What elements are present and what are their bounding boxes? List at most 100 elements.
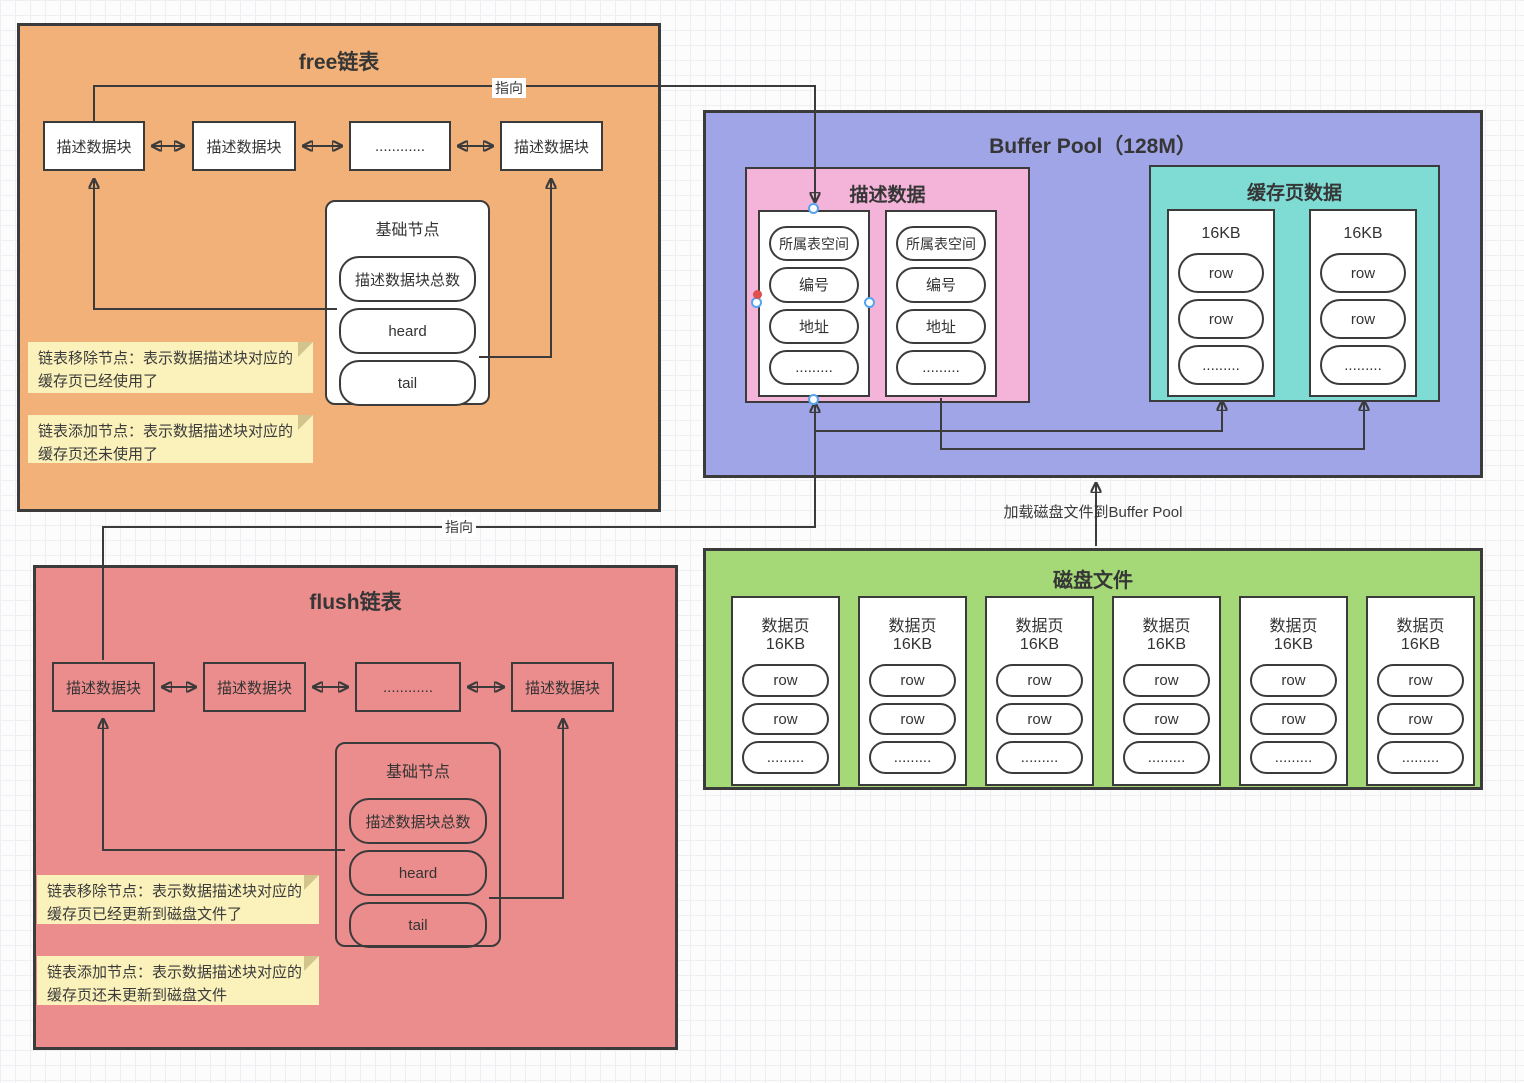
- disk3-row1-label: row: [1027, 671, 1052, 689]
- disk1-row2-label: row: [773, 710, 798, 728]
- cache-block-1[interactable]: 16KB row row .........: [1167, 209, 1275, 397]
- desc2-ellipsis-pill[interactable]: .........: [896, 349, 986, 385]
- desc1-tablespace-label: 所属表空间: [779, 235, 849, 252]
- disk-block-3[interactable]: 数据页16KB row row .........: [985, 596, 1094, 786]
- disk-block-5[interactable]: 数据页16KB row row .........: [1239, 596, 1348, 786]
- disk3-ellipsis-label: .........: [1020, 749, 1059, 767]
- cache2-ellipsis-label: .........: [1344, 356, 1382, 374]
- flush-base-node[interactable]: 基础节点 描述数据块总数 heard tail: [335, 742, 501, 948]
- disk6-row2-label: row: [1408, 710, 1433, 728]
- desc1-number-pill[interactable]: 编号: [769, 267, 859, 303]
- cache1-ellipsis-pill[interactable]: .........: [1178, 345, 1264, 385]
- cache1-row2-pill[interactable]: row: [1178, 299, 1264, 339]
- flush-list-title: flush链表: [309, 591, 402, 614]
- disk3-row2-pill[interactable]: row: [996, 702, 1083, 736]
- disk3-ellipsis-pill[interactable]: .........: [996, 741, 1083, 775]
- free-node-2[interactable]: 描述数据块: [192, 121, 296, 171]
- disk4-ellipsis-label: .........: [1147, 749, 1186, 767]
- disk5-row2-label: row: [1281, 710, 1306, 728]
- cache-block-2[interactable]: 16KB row row .........: [1309, 209, 1417, 397]
- free-base-node[interactable]: 基础节点 描述数据块总数 heard tail: [325, 200, 490, 406]
- free-base-tail-pill[interactable]: tail: [339, 360, 476, 406]
- desc1-address-label: 地址: [798, 318, 829, 336]
- cache2-row1-label: row: [1350, 264, 1376, 282]
- disk4-row1-pill[interactable]: row: [1123, 664, 1210, 697]
- disk5-row1-pill[interactable]: row: [1250, 664, 1337, 697]
- cache1-row1-pill[interactable]: row: [1178, 253, 1264, 293]
- free-node-1[interactable]: 描述数据块: [43, 121, 145, 171]
- disk1-row2-pill[interactable]: row: [742, 702, 829, 736]
- disk1-ellipsis-pill[interactable]: .........: [742, 741, 829, 775]
- flush-node-ellipsis-label: ............: [382, 678, 433, 696]
- disk6-row1-pill[interactable]: row: [1377, 664, 1464, 697]
- cache1-ellipsis-label: .........: [1202, 356, 1240, 374]
- disk-block-2[interactable]: 数据页16KB row row .........: [858, 596, 967, 786]
- flush-note-remove[interactable]: 链表移除节点：表示数据描述块对应的缓存页已经更新到磁盘文件了: [37, 875, 319, 924]
- flush-node-2[interactable]: 描述数据块: [203, 662, 306, 712]
- flush-node-4[interactable]: 描述数据块: [511, 662, 614, 712]
- disk4-row2-pill[interactable]: row: [1123, 702, 1210, 736]
- flush-base-node-title: 基础节点: [385, 764, 450, 781]
- disk-block-4[interactable]: 数据页16KB row row .........: [1112, 596, 1221, 786]
- disk1-title: 数据页16KB: [761, 618, 810, 653]
- flush-node-1[interactable]: 描述数据块: [52, 662, 155, 712]
- buffer-pool-title: Buffer Pool（128M）: [989, 135, 1197, 158]
- disk2-ellipsis-pill[interactable]: .........: [869, 741, 956, 775]
- desc1-address-pill[interactable]: 地址: [769, 308, 859, 344]
- desc2-address-pill[interactable]: 地址: [896, 308, 986, 344]
- flush-note-add[interactable]: 链表添加节点：表示数据描述块对应的缓存页还未更新到磁盘文件: [37, 956, 319, 1005]
- disk5-ellipsis-pill[interactable]: .........: [1250, 741, 1337, 775]
- desc1-tablespace-pill[interactable]: 所属表空间: [769, 226, 859, 262]
- flush-base-tail-pill[interactable]: tail: [349, 902, 487, 948]
- disk2-row2-pill[interactable]: row: [869, 702, 956, 736]
- desc2-number-pill[interactable]: 编号: [896, 267, 986, 303]
- free-node-ellipsis[interactable]: ............: [349, 121, 451, 171]
- free-list-title: free链表: [298, 51, 380, 74]
- flush-base-count-pill[interactable]: 描述数据块总数: [349, 798, 487, 844]
- disk5-row2-pill[interactable]: row: [1250, 702, 1337, 736]
- disk4-ellipsis-pill[interactable]: .........: [1123, 741, 1210, 775]
- desc2-tablespace-pill[interactable]: 所属表空间: [896, 226, 986, 262]
- flush-node-2-label: 描述数据块: [216, 679, 292, 697]
- cache1-row1-label: row: [1208, 264, 1234, 282]
- desc2-tablespace-label: 所属表空间: [906, 235, 976, 252]
- disk-block-6[interactable]: 数据页16KB row row .........: [1366, 596, 1475, 786]
- desc-block-2[interactable]: 所属表空间 编号 地址 .........: [885, 210, 997, 397]
- desc-block-1[interactable]: 所属表空间 编号 地址 .........: [758, 210, 870, 397]
- free-node-4[interactable]: 描述数据块: [500, 121, 603, 171]
- disk3-row1-pill[interactable]: row: [996, 664, 1083, 697]
- disk6-ellipsis-pill[interactable]: .........: [1377, 741, 1464, 775]
- desc2-number-label: 编号: [925, 277, 956, 295]
- free-node-1-label: 描述数据块: [56, 138, 132, 156]
- disk-block-1[interactable]: 数据页16KB row row .........: [731, 596, 840, 786]
- free-note-remove[interactable]: 链表移除节点：表示数据描述块对应的缓存页已经使用了: [28, 342, 313, 393]
- disk1-row1-pill[interactable]: row: [742, 664, 829, 697]
- disk2-ellipsis-label: .........: [893, 749, 932, 767]
- disk1-ellipsis-label: .........: [766, 749, 805, 767]
- free-base-node-title: 基础节点: [375, 222, 440, 239]
- selection-handle-top[interactable]: [808, 203, 819, 214]
- cache1-size-label: 16KB: [1201, 225, 1241, 242]
- flush-base-heard-pill[interactable]: heard: [349, 850, 487, 896]
- desc1-ellipsis-pill[interactable]: .........: [769, 349, 859, 385]
- cache2-row2-pill[interactable]: row: [1320, 299, 1406, 339]
- disk3-title: 数据页16KB: [1015, 618, 1064, 653]
- free-base-count-pill[interactable]: 描述数据块总数: [339, 256, 476, 302]
- free-base-heard-pill[interactable]: heard: [339, 308, 476, 354]
- free-pointer-label: 指向: [492, 78, 526, 98]
- cache2-row1-pill[interactable]: row: [1320, 253, 1406, 293]
- free-note-add[interactable]: 链表添加节点：表示数据描述块对应的缓存页还未使用了: [28, 415, 313, 463]
- disk6-ellipsis-label: .........: [1401, 749, 1440, 767]
- disk1-row1-label: row: [773, 671, 798, 689]
- disk2-row1-pill[interactable]: row: [869, 664, 956, 697]
- cache2-ellipsis-pill[interactable]: .........: [1320, 345, 1406, 385]
- selection-handle-red-dot[interactable]: [753, 290, 762, 299]
- disk5-row1-label: row: [1281, 671, 1306, 689]
- selection-handle-right[interactable]: [864, 297, 875, 308]
- disk2-row2-label: row: [900, 710, 925, 728]
- disk6-row2-pill[interactable]: row: [1377, 702, 1464, 736]
- flush-node-ellipsis[interactable]: ............: [355, 662, 461, 712]
- selection-handle-bottom[interactable]: [808, 394, 819, 405]
- free-node-ellipsis-label: ............: [374, 137, 425, 155]
- disk6-row1-label: row: [1408, 671, 1433, 689]
